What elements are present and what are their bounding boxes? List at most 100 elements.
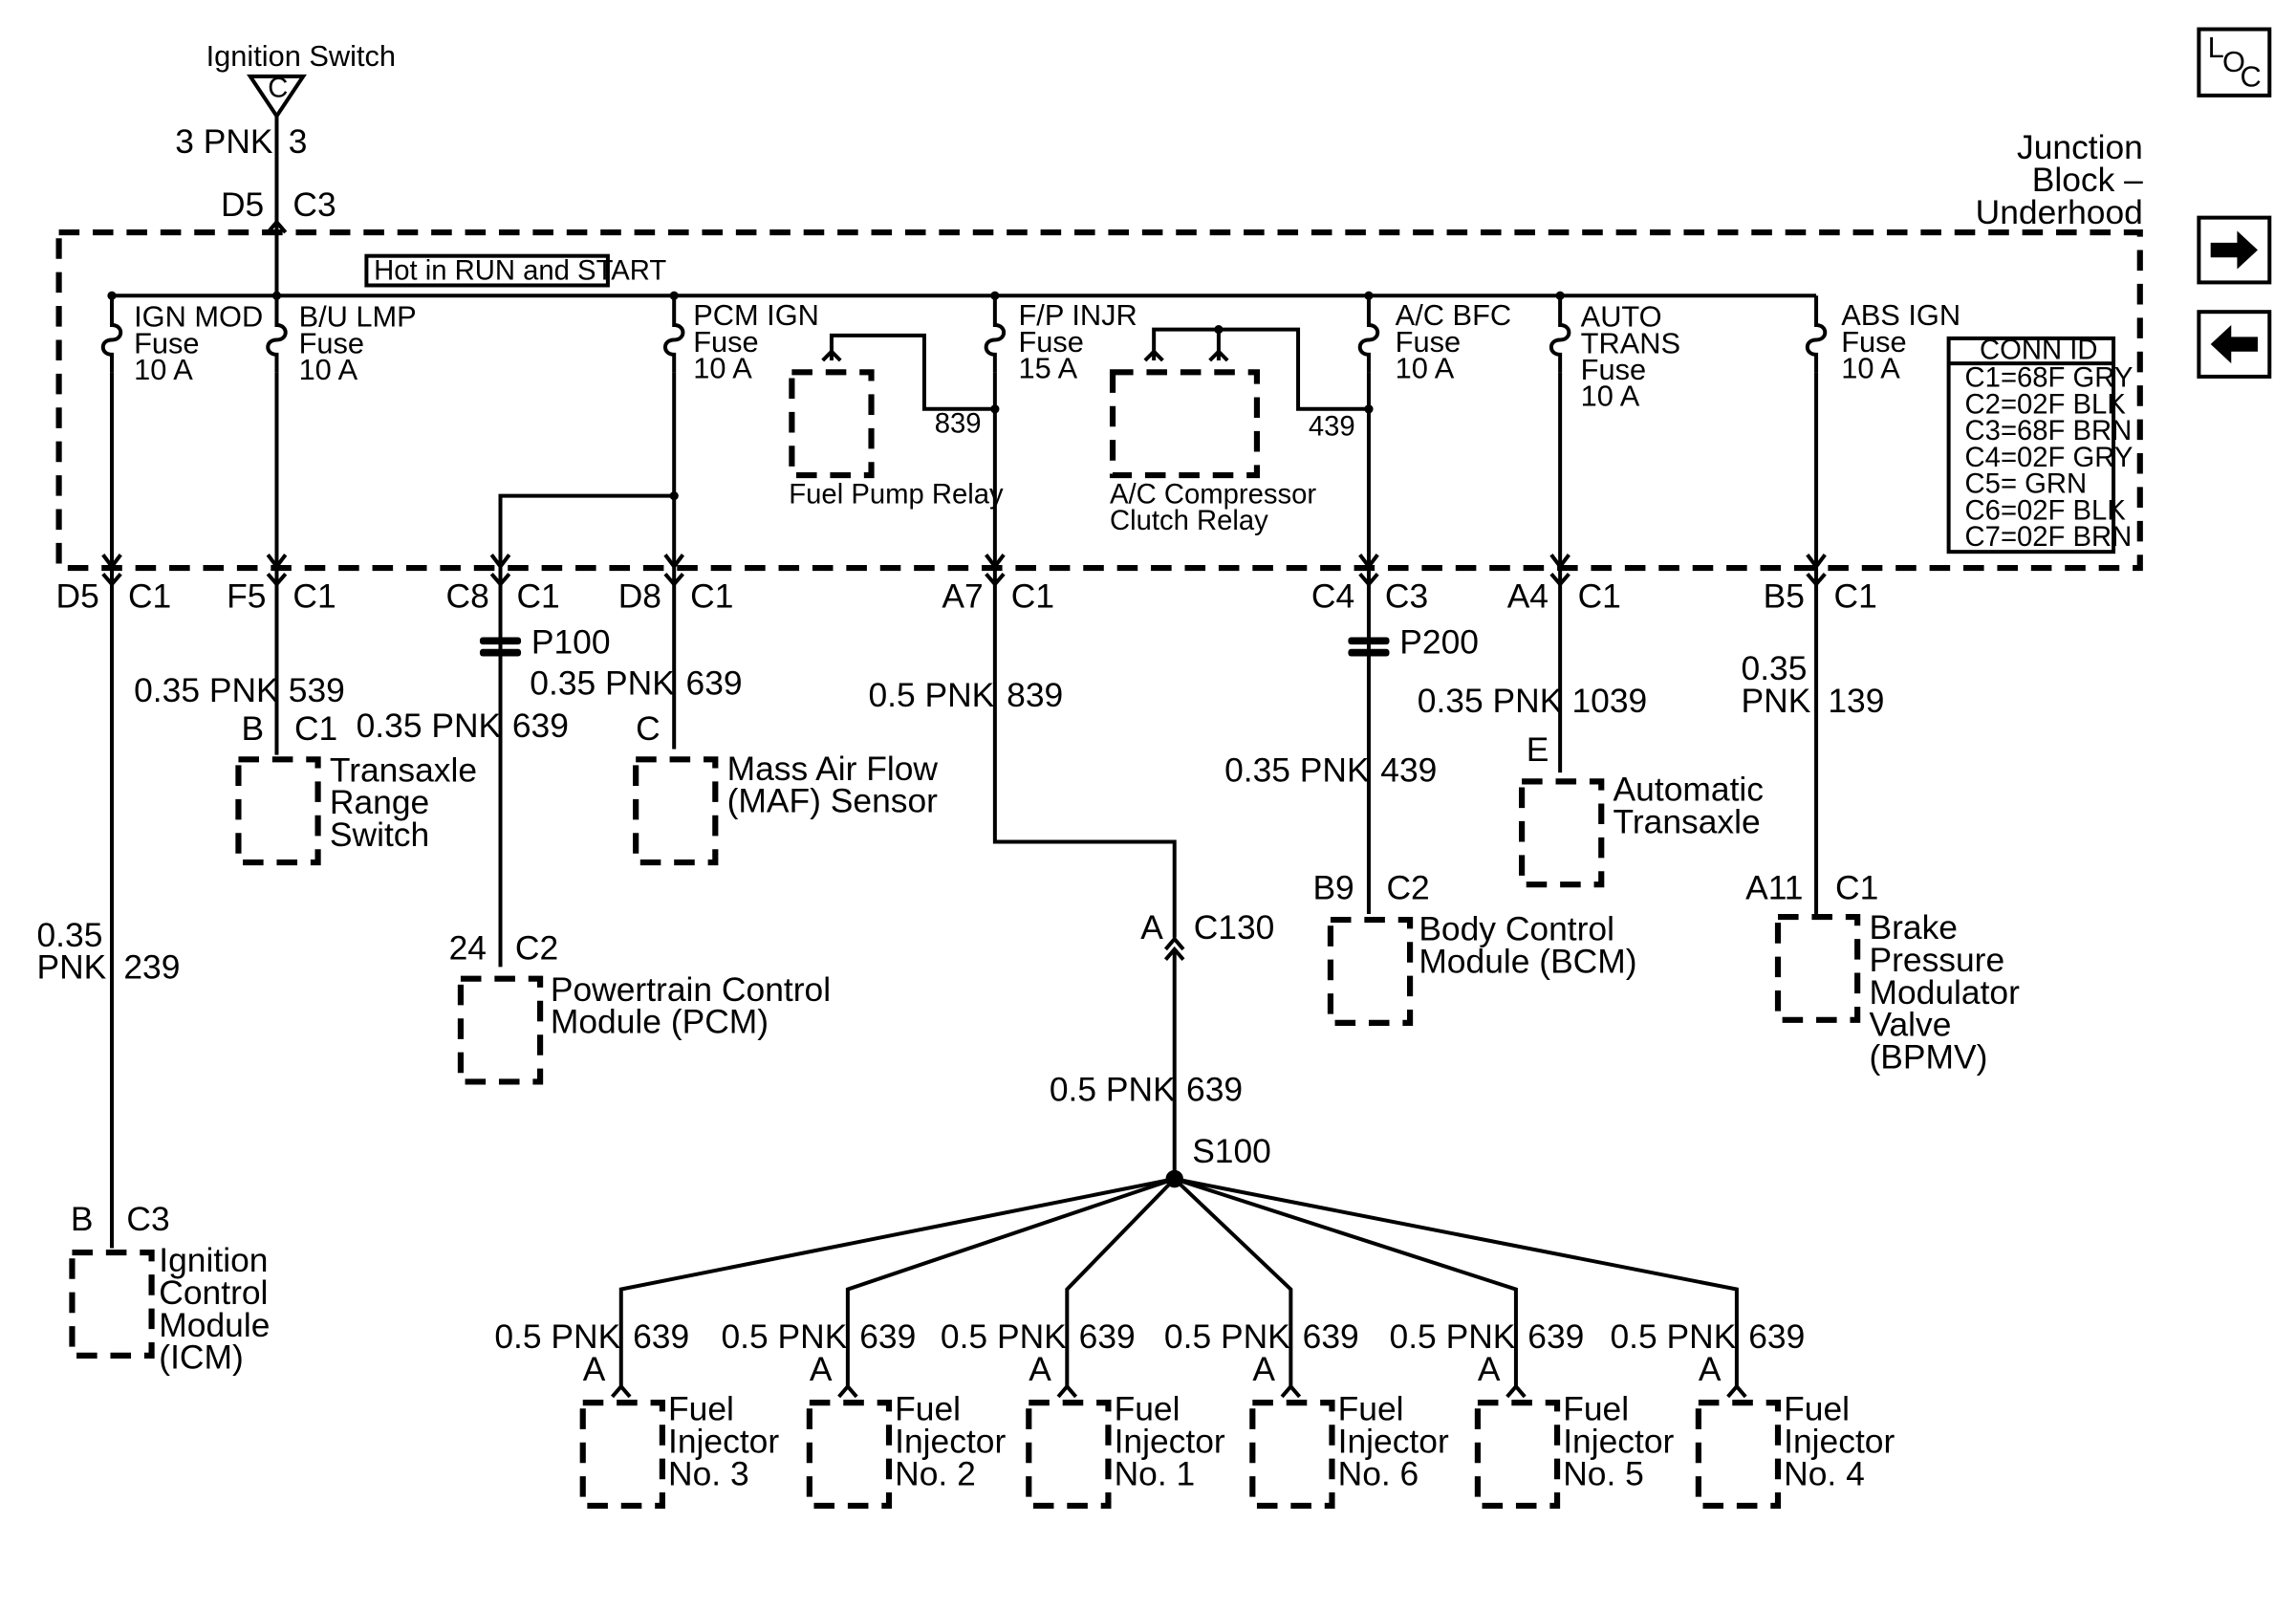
- bpmv-conn: C1: [1835, 869, 1878, 907]
- injector-pin: A: [583, 1350, 606, 1388]
- back-button[interactable]: [2197, 310, 2272, 379]
- injector-label-1: Fuel: [1784, 1390, 1850, 1428]
- fuse-fp-injr-symbol: [984, 295, 1007, 373]
- junction-block-outline: [55, 228, 2143, 572]
- bpmv-wire-size: 0.35: [1742, 649, 1808, 687]
- fuse-bu-lmp-symbol: [266, 295, 288, 373]
- ignition-terminal-symbol: [247, 74, 307, 120]
- fuse-pcm-ign-name: PCM IGN: [693, 298, 819, 332]
- fuse-auto-trans-rating: 10 A: [1581, 380, 1640, 413]
- injector-label-1: Fuel: [895, 1390, 961, 1428]
- injector-label-1: Fuel: [1563, 1390, 1629, 1428]
- fuse-auto-trans-name: AUTO: [1581, 300, 1662, 334]
- injector-body: [1249, 1400, 1335, 1509]
- bpmv-pin: A11: [1745, 869, 1803, 907]
- ac-relay-circuit: 439: [1309, 412, 1355, 443]
- injector-wire-label: 0.5 PNK: [721, 1317, 847, 1356]
- conn-id-title: CONN ID: [1980, 335, 2098, 365]
- trs-label-3: Switch: [330, 816, 429, 854]
- injector-label-1: Fuel: [1338, 1390, 1404, 1428]
- pin-b5: B5: [1764, 577, 1805, 616]
- fuse-abs-ign-symbol: [1805, 295, 1828, 373]
- conn-id-row: C2=02F BLK: [1965, 389, 2127, 420]
- trs-wire-circuit: 539: [289, 671, 345, 709]
- jb-splice-dots: [107, 291, 1565, 501]
- fuse-labels: IGN MOD Fuse 10 A B/U LMP Fuse 10 A PCM …: [134, 298, 1960, 413]
- c130-wire-circuit: 639: [1186, 1070, 1243, 1108]
- conn-id-row: C5= GRN: [1965, 469, 2088, 500]
- injector-pin: A: [1699, 1350, 1722, 1388]
- forward-button[interactable]: [2197, 215, 2272, 285]
- conn-c3: C3: [1385, 577, 1428, 616]
- bcm-label-1: Body Control: [1419, 910, 1614, 948]
- icm-pin: B: [71, 1200, 94, 1238]
- conn-id-row: C7=02F BRN: [1965, 522, 2133, 553]
- pcm-pin: 24: [449, 929, 487, 968]
- trs-label-1: Transaxle: [330, 751, 477, 789]
- a7-wire-label: 0.5 PNK: [868, 676, 994, 714]
- injector-label-3: No. 3: [668, 1454, 749, 1492]
- bpmv-label-5: (BPMV): [1869, 1038, 1987, 1077]
- fuse-pcm-ign-symbol: [663, 295, 685, 373]
- back-arrow-icon: [2210, 325, 2258, 364]
- pin-a7: A7: [942, 577, 983, 616]
- c130-wire-label: 0.5 PNK: [1050, 1070, 1176, 1108]
- fuse-fp-injr-word: Fuse: [1019, 325, 1084, 359]
- injector-label-2: Injector: [895, 1422, 1006, 1460]
- fuse-bu-lmp-name: B/U LMP: [299, 300, 417, 334]
- injector-label-2: Injector: [1338, 1422, 1449, 1460]
- injector-pin: A: [1252, 1350, 1275, 1388]
- bpmv-label-2: Pressure: [1869, 941, 2004, 979]
- junction-block-title-3: Underhood: [1976, 193, 2143, 231]
- fuse-ign-mod-symbol: [100, 295, 123, 373]
- automatic-transaxle: [1519, 778, 1605, 888]
- jb-top-pin: D5: [221, 185, 264, 224]
- ac-relay-label-2: Clutch Relay: [1110, 506, 1268, 536]
- a7-wire-circuit: 839: [1007, 676, 1063, 714]
- injector-label-2: Injector: [1115, 1422, 1225, 1460]
- fuse-ac-bfc-rating: 10 A: [1396, 351, 1455, 384]
- maf-wire-circuit: 639: [686, 664, 743, 703]
- ac-relay-label-1: A/C Compressor: [1110, 479, 1316, 510]
- at-label-2: Transaxle: [1614, 802, 1761, 840]
- injector-pin: A: [1029, 1350, 1051, 1388]
- injector-wire-circuit: 639: [1748, 1317, 1805, 1356]
- maf-pin: C: [636, 709, 661, 748]
- conn-c1: C1: [1834, 577, 1877, 616]
- p100-wire-circuit: 639: [512, 707, 569, 745]
- conn-id-row: C3=68F BRN: [1965, 416, 2133, 446]
- injector-wire-label: 0.5 PNK: [1164, 1317, 1290, 1356]
- injector-label-2: Injector: [668, 1422, 779, 1460]
- trs-wire-label: 0.35 PNK: [134, 671, 279, 709]
- jb-output-connectors: [101, 554, 1827, 657]
- icm-wire-size: 0.35: [36, 916, 102, 954]
- fuse-pcm-ign-word: Fuse: [693, 325, 758, 359]
- icm-wire-color: PNK: [36, 948, 106, 987]
- fuse-ign-mod-rating: 10 A: [134, 353, 193, 386]
- injector-wire-circuit: 639: [633, 1317, 689, 1356]
- forward-arrow-icon: [2210, 230, 2258, 270]
- at-label-1: Automatic: [1614, 770, 1764, 808]
- fuse-bu-lmp-word: Fuse: [299, 326, 364, 359]
- pcm-conn: C2: [515, 929, 558, 968]
- fuse-group: [100, 295, 1828, 373]
- ignition-control-module: [69, 1250, 155, 1359]
- transaxle-range-switch: [235, 756, 321, 866]
- loc-button[interactable]: L O C: [2197, 27, 2272, 98]
- injector-body: [579, 1400, 665, 1509]
- injector-wire-circuit: 639: [1527, 1317, 1584, 1356]
- at-wire-circuit: 1039: [1571, 682, 1647, 720]
- conn-c1: C1: [690, 577, 733, 616]
- maf-label-2: (MAF) Sensor: [727, 782, 939, 820]
- p200-wire-circuit: 439: [1380, 751, 1437, 789]
- injector-label-2: Injector: [1563, 1422, 1674, 1460]
- injector-label-3: No. 5: [1563, 1454, 1644, 1492]
- trs-pin: B: [242, 709, 265, 748]
- conn-c1: C1: [292, 577, 336, 616]
